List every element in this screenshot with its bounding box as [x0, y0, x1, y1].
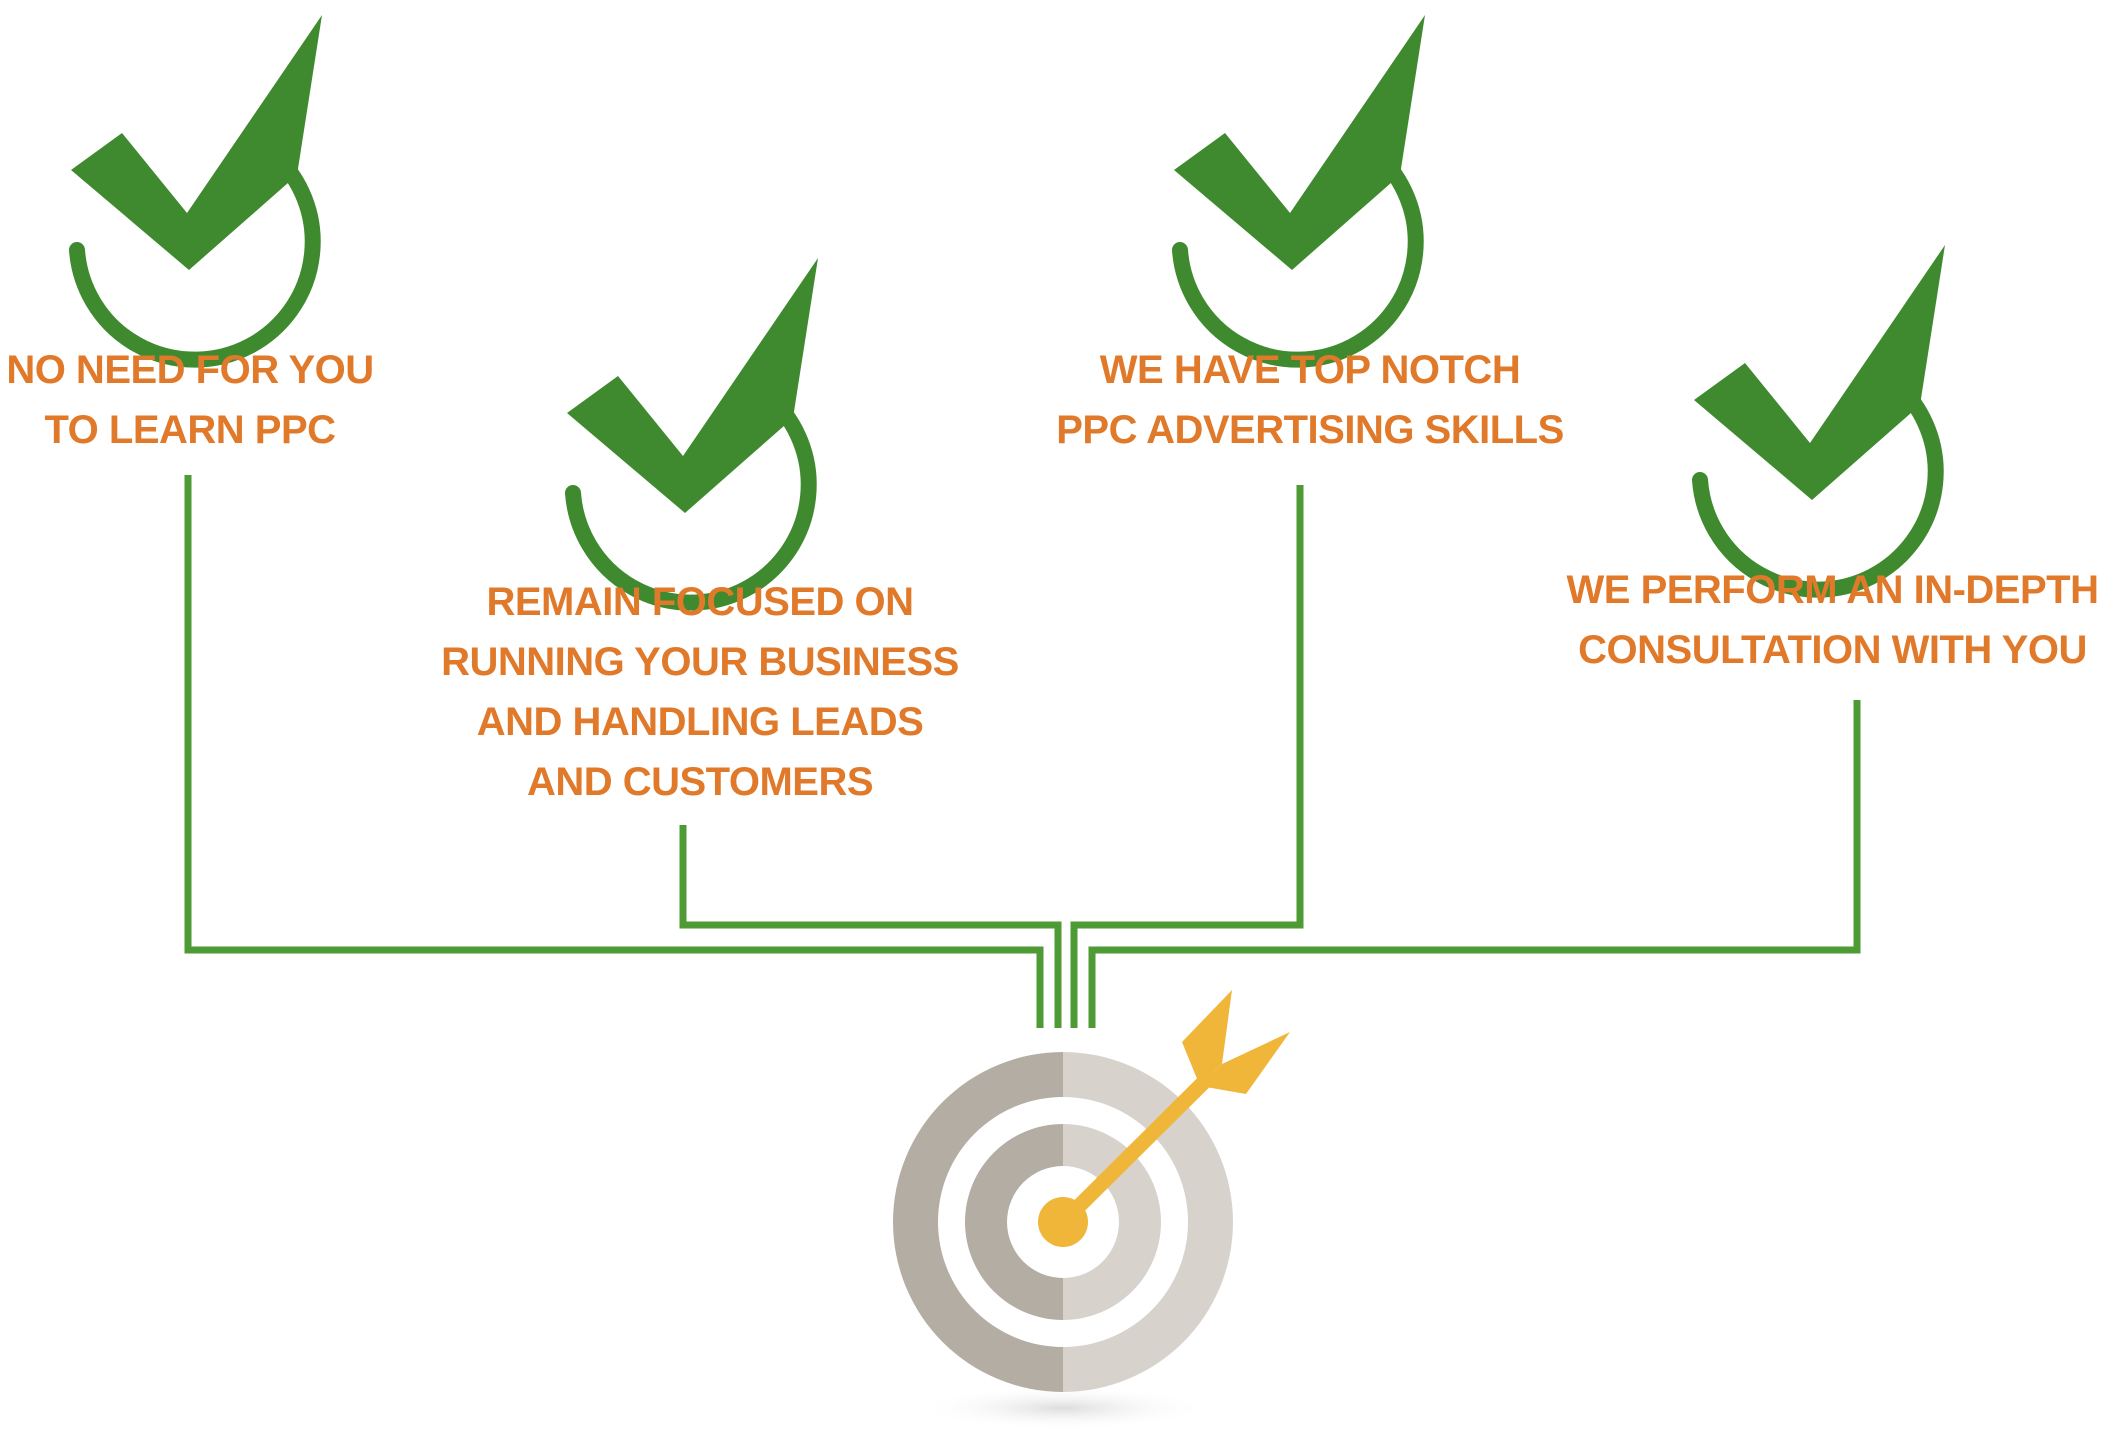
benefit-line: PPC ADVERTISING SKILLS [1056, 408, 1564, 452]
connector-line-2 [679, 825, 1062, 1028]
benefit-line: AND CUSTOMERS [526, 760, 874, 804]
connector-line-4 [1088, 700, 1861, 1028]
benefit-line: WE HAVE TOP NOTCH [1099, 348, 1521, 392]
checkmark-circle-icon [69, 15, 322, 368]
benefit-line: WE PERFORM AN IN-DEPTH [1566, 568, 2099, 612]
benefit-line: REMAIN FOCUSED ON [486, 580, 914, 624]
benefit-line: CONSULTATION WITH YOU [1578, 628, 2087, 672]
checkmark-circle-icon [565, 258, 818, 611]
benefit-text-remain-focused: REMAIN FOCUSED ON RUNNING YOUR BUSINESS … [430, 572, 970, 812]
connector-line-3 [1070, 485, 1304, 1028]
benefit-line: TO LEARN PPC [44, 408, 336, 452]
benefit-text-in-depth-consultation: WE PERFORM AN IN-DEPTH CONSULTATION WITH… [1560, 560, 2105, 680]
checkmark-circle-icon [1692, 245, 1945, 598]
benefit-text-top-notch-skills: WE HAVE TOP NOTCH PPC ADVERTISING SKILLS [1030, 340, 1590, 460]
benefit-line: AND HANDLING LEADS [476, 700, 924, 744]
benefit-line: NO NEED FOR YOU [6, 348, 374, 392]
connector-lines [184, 475, 1861, 1028]
connector-line-1 [184, 475, 1044, 1028]
target-arrow-icon [893, 990, 1290, 1430]
benefit-text-no-need-learn-ppc: NO NEED FOR YOU TO LEARN PPC [0, 340, 380, 460]
checkmark-circle-icon [1172, 15, 1425, 368]
benefit-line: RUNNING YOUR BUSINESS [441, 640, 959, 684]
